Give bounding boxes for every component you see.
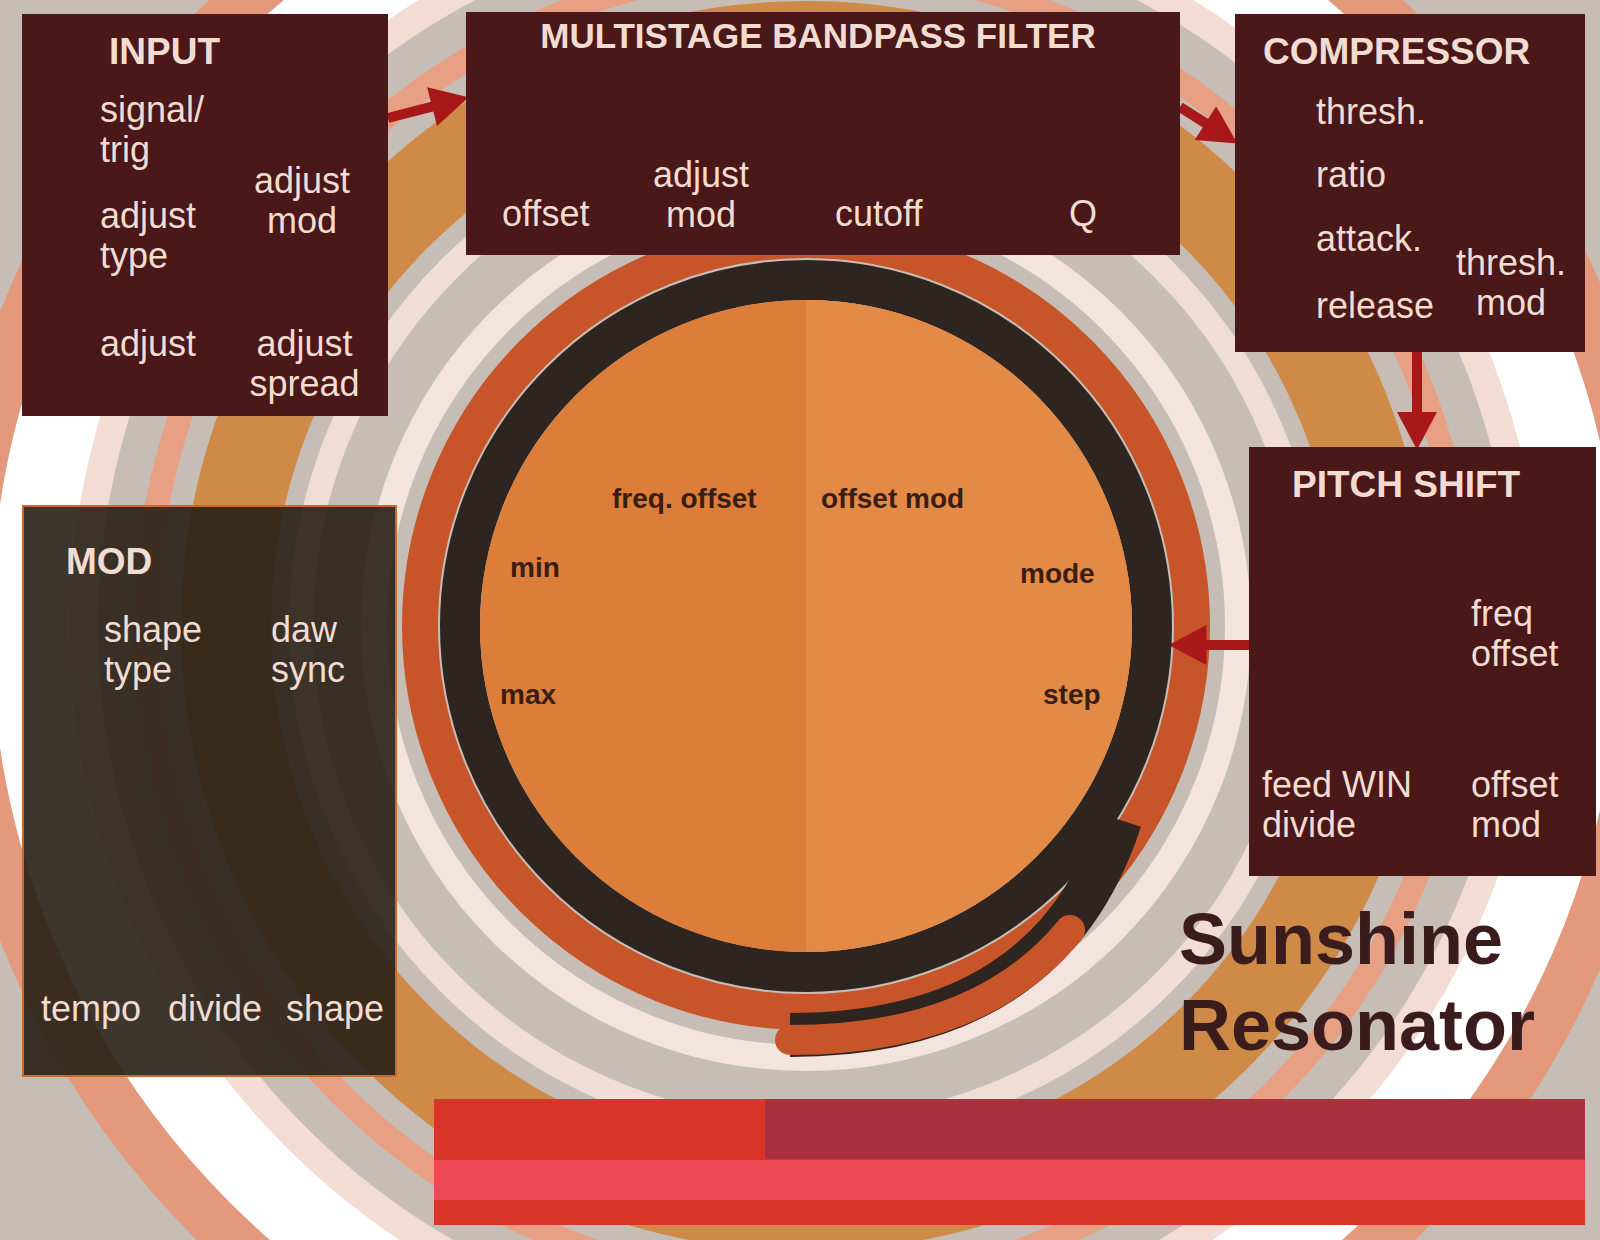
control-label: daw sync — [271, 610, 381, 691]
box-heading: PITCH SHIFT — [1292, 464, 1520, 505]
box-heading: INPUT — [109, 31, 220, 72]
title: Sunshine Resonator — [1179, 896, 1599, 1069]
control-label: freq offset — [1471, 594, 1586, 675]
control-label: feed WIN divide — [1262, 765, 1452, 846]
control-label: max — [500, 679, 556, 710]
control-label: adjust spread — [232, 324, 377, 405]
resonator-dial: freq. offset offset mod min mode max step — [440, 260, 1172, 992]
control-label: freq. offset — [612, 483, 757, 514]
control-label: tempo — [41, 989, 141, 1029]
control-label: offset — [502, 194, 589, 234]
control-label: adjust mod — [232, 161, 372, 242]
box-heading: COMPRESSOR — [1263, 31, 1530, 72]
red-band-pink — [434, 1160, 1585, 1200]
control-label: shape — [286, 989, 384, 1029]
signal-arrow — [1412, 352, 1422, 422]
red-band-dark — [765, 1099, 1585, 1159]
stage-box: INPUT signal/ trig adjust typeadjust mod ad… — [22, 14, 388, 416]
control-label: adjust mod — [631, 155, 771, 236]
control-label: min — [510, 552, 560, 583]
dial-ring — [460, 280, 1152, 972]
control-label: step — [1043, 679, 1101, 710]
control-label: release — [1316, 286, 1434, 326]
stage-box: MULTISTAGE BANDPASS FILTER offset adjust m… — [466, 12, 1180, 255]
control-label: offset mod — [1471, 765, 1586, 846]
control-label: attack. — [1316, 219, 1422, 259]
control-label: thresh. — [1316, 92, 1426, 132]
dial-face — [480, 300, 1132, 952]
control-label: Q — [1069, 194, 1097, 234]
control-label: adjust type — [100, 196, 230, 277]
stage-box: COMPRESSOR thresh. ratio attack. release thre… — [1235, 14, 1585, 352]
control-label: signal/ trig — [100, 90, 230, 171]
mod-panel: MOD shape type daw sync tempo divide shape — [22, 505, 397, 1077]
red-band — [434, 1099, 1585, 1225]
control-label: cutoff — [835, 194, 922, 234]
control-label: thresh. mod — [1447, 243, 1575, 324]
stage-box: PITCH SHIFT freq offset feed WIN divideoff… — [1249, 447, 1596, 876]
control-label: offset mod — [821, 483, 964, 514]
dial-shape — [440, 260, 1172, 992]
control-label: ratio — [1316, 155, 1386, 195]
control-label: divide — [168, 989, 262, 1029]
control-label: shape type — [104, 610, 224, 691]
pale-ring — [374, 194, 1238, 1058]
signal-arrow — [1180, 107, 1214, 129]
pale-ring — [301, 121, 1311, 1131]
signal-arrow — [388, 104, 442, 118]
box-heading: MULTISTAGE BANDPASS FILTER — [466, 16, 1170, 55]
signal-arrow — [1197, 640, 1249, 650]
box-heading: MOD — [66, 541, 152, 582]
control-label: mode — [1020, 558, 1095, 589]
control-label: adjust — [100, 324, 196, 364]
dial-face-light — [806, 300, 1132, 952]
